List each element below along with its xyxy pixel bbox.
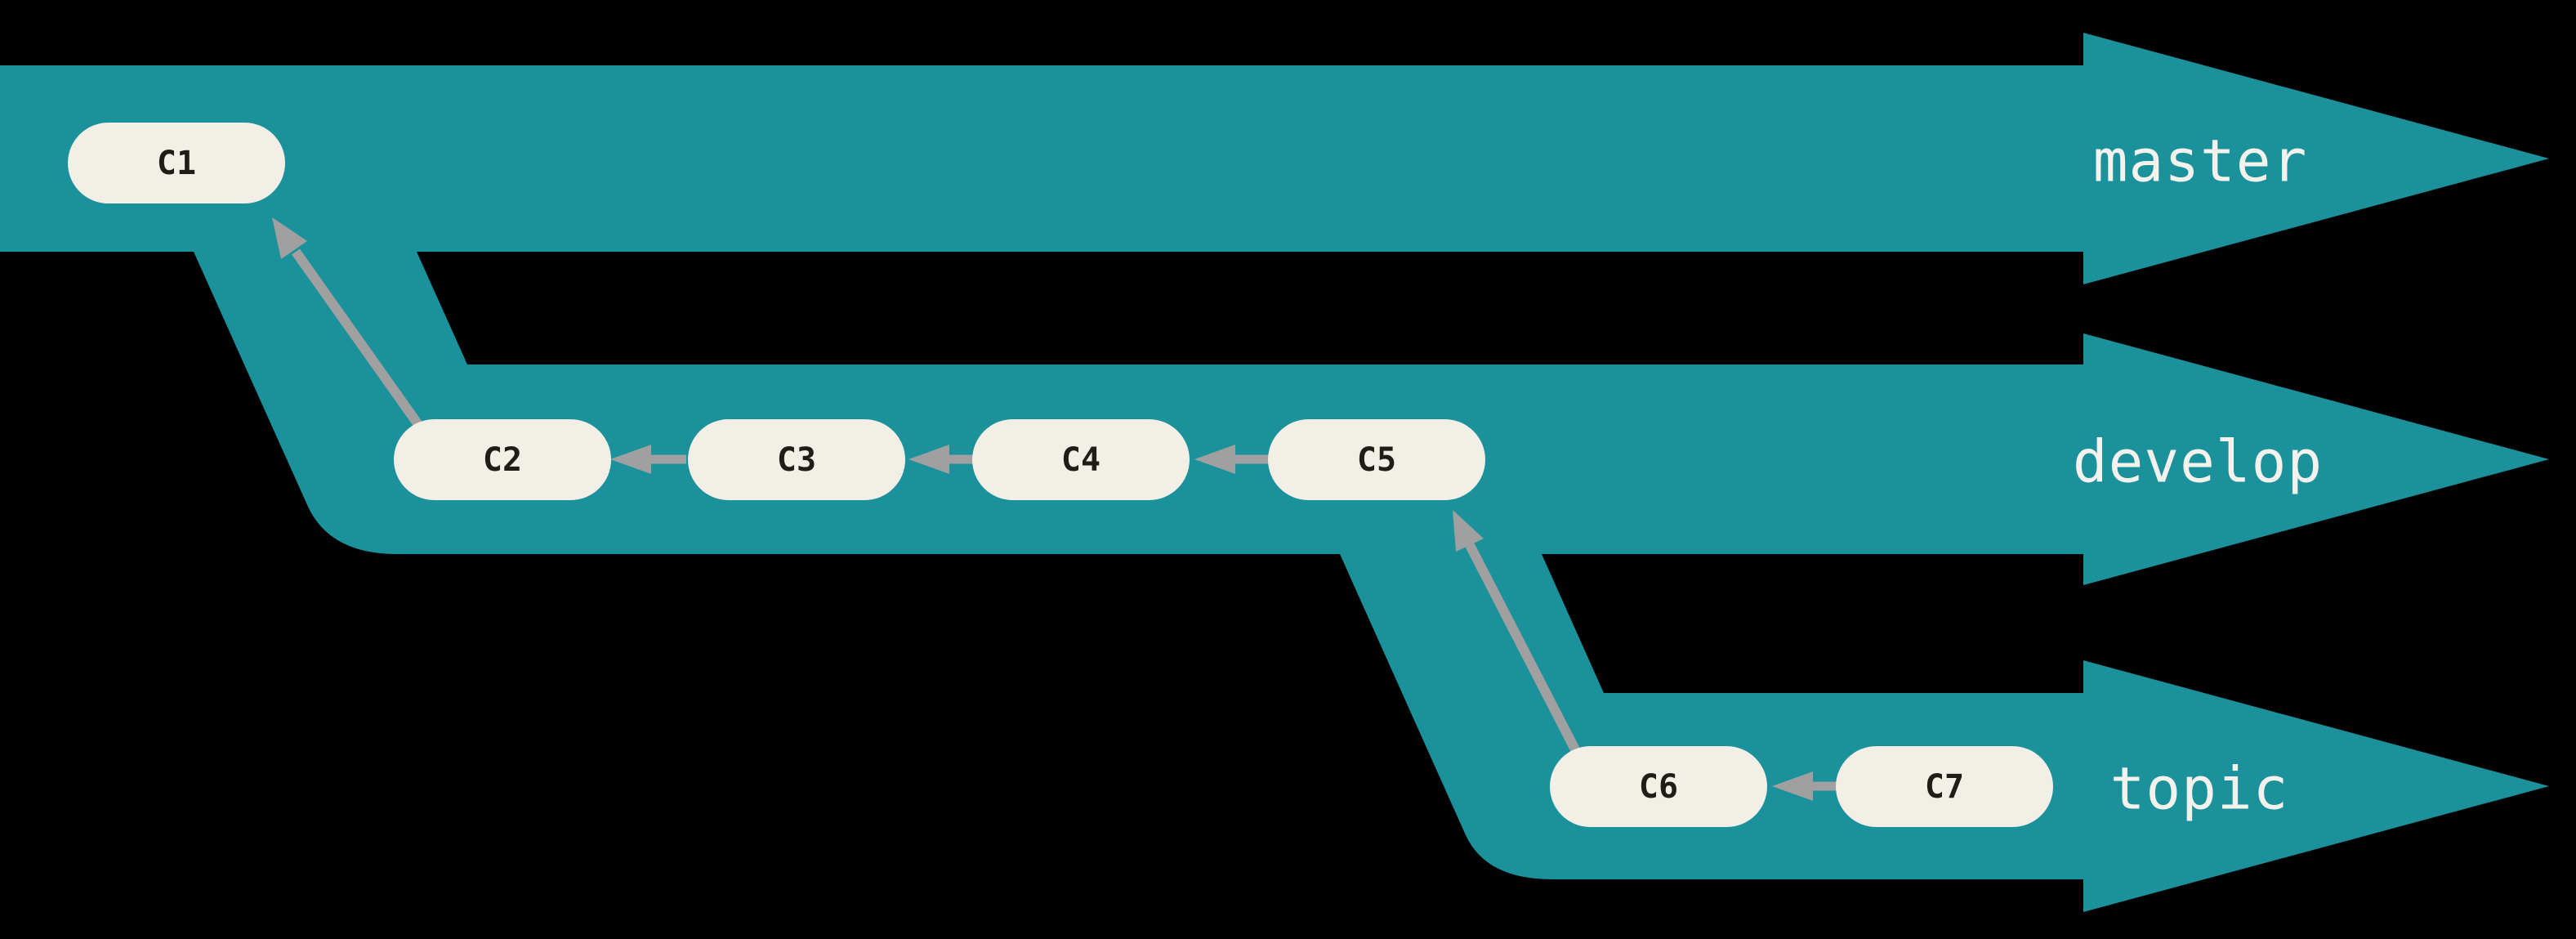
edge-c2-c1-arrowhead-icon: [272, 217, 307, 259]
branch-labels: master develop topic: [2073, 127, 2323, 823]
edge-c2-c1-shaft: [292, 248, 437, 449]
branch-connector-develop-topic: [1340, 554, 1683, 879]
edge-c4-c3-arrowhead-icon: [909, 445, 949, 474]
commit-node-c4: C4: [972, 419, 1190, 500]
commit-label-c4: C4: [1061, 441, 1100, 479]
edge-c2-to-c1: [272, 217, 437, 449]
branch-label-develop: develop: [2073, 428, 2323, 496]
commit-label-c3: C3: [777, 441, 816, 479]
edge-c6-c5-arrowhead-icon: [1453, 510, 1484, 552]
commit-label-c6: C6: [1639, 768, 1678, 806]
commit-pill-c3: [688, 419, 905, 500]
commit-node-c7: C7: [1836, 746, 2053, 827]
commit-label-c1: C1: [157, 145, 196, 182]
edge-c3-c2-arrowhead-icon: [610, 445, 651, 474]
commit-label-c2: C2: [483, 441, 522, 479]
commit-node-c5: C5: [1268, 419, 1485, 500]
commit-pill-c5: [1268, 419, 1485, 500]
commit-pill-c4: [972, 419, 1190, 500]
edge-c5-to-c4: [1194, 445, 1275, 474]
commit-node-c2: C2: [394, 419, 611, 500]
commit-nodes: C1 C2 C3 C4 C5 C6: [68, 123, 2053, 827]
commit-pill-c6: [1550, 746, 1767, 827]
commit-label-c7: C7: [1925, 768, 1964, 806]
edge-c7-c6-arrowhead-icon: [1772, 771, 1813, 801]
branch-bands: [0, 33, 2549, 912]
edge-c6-to-c5: [1453, 510, 1598, 787]
commit-node-c6: C6: [1550, 746, 1767, 827]
edge-c3-to-c2: [610, 445, 686, 474]
commit-pill-c1: [68, 123, 285, 203]
branch-connector-master-develop: [194, 252, 572, 554]
edge-c6-c5-shaft: [1465, 543, 1598, 787]
commit-pill-c2: [394, 419, 611, 500]
commit-node-c3: C3: [688, 419, 905, 500]
commit-pill-c7: [1836, 746, 2053, 827]
branch-label-topic: topic: [2110, 755, 2289, 823]
commit-node-c1: C1: [68, 123, 285, 203]
edge-c5-c4-arrowhead-icon: [1194, 445, 1235, 474]
branch-label-master: master: [2093, 127, 2307, 195]
commit-label-c5: C5: [1357, 441, 1396, 479]
branch-band-master: [0, 33, 2549, 284]
